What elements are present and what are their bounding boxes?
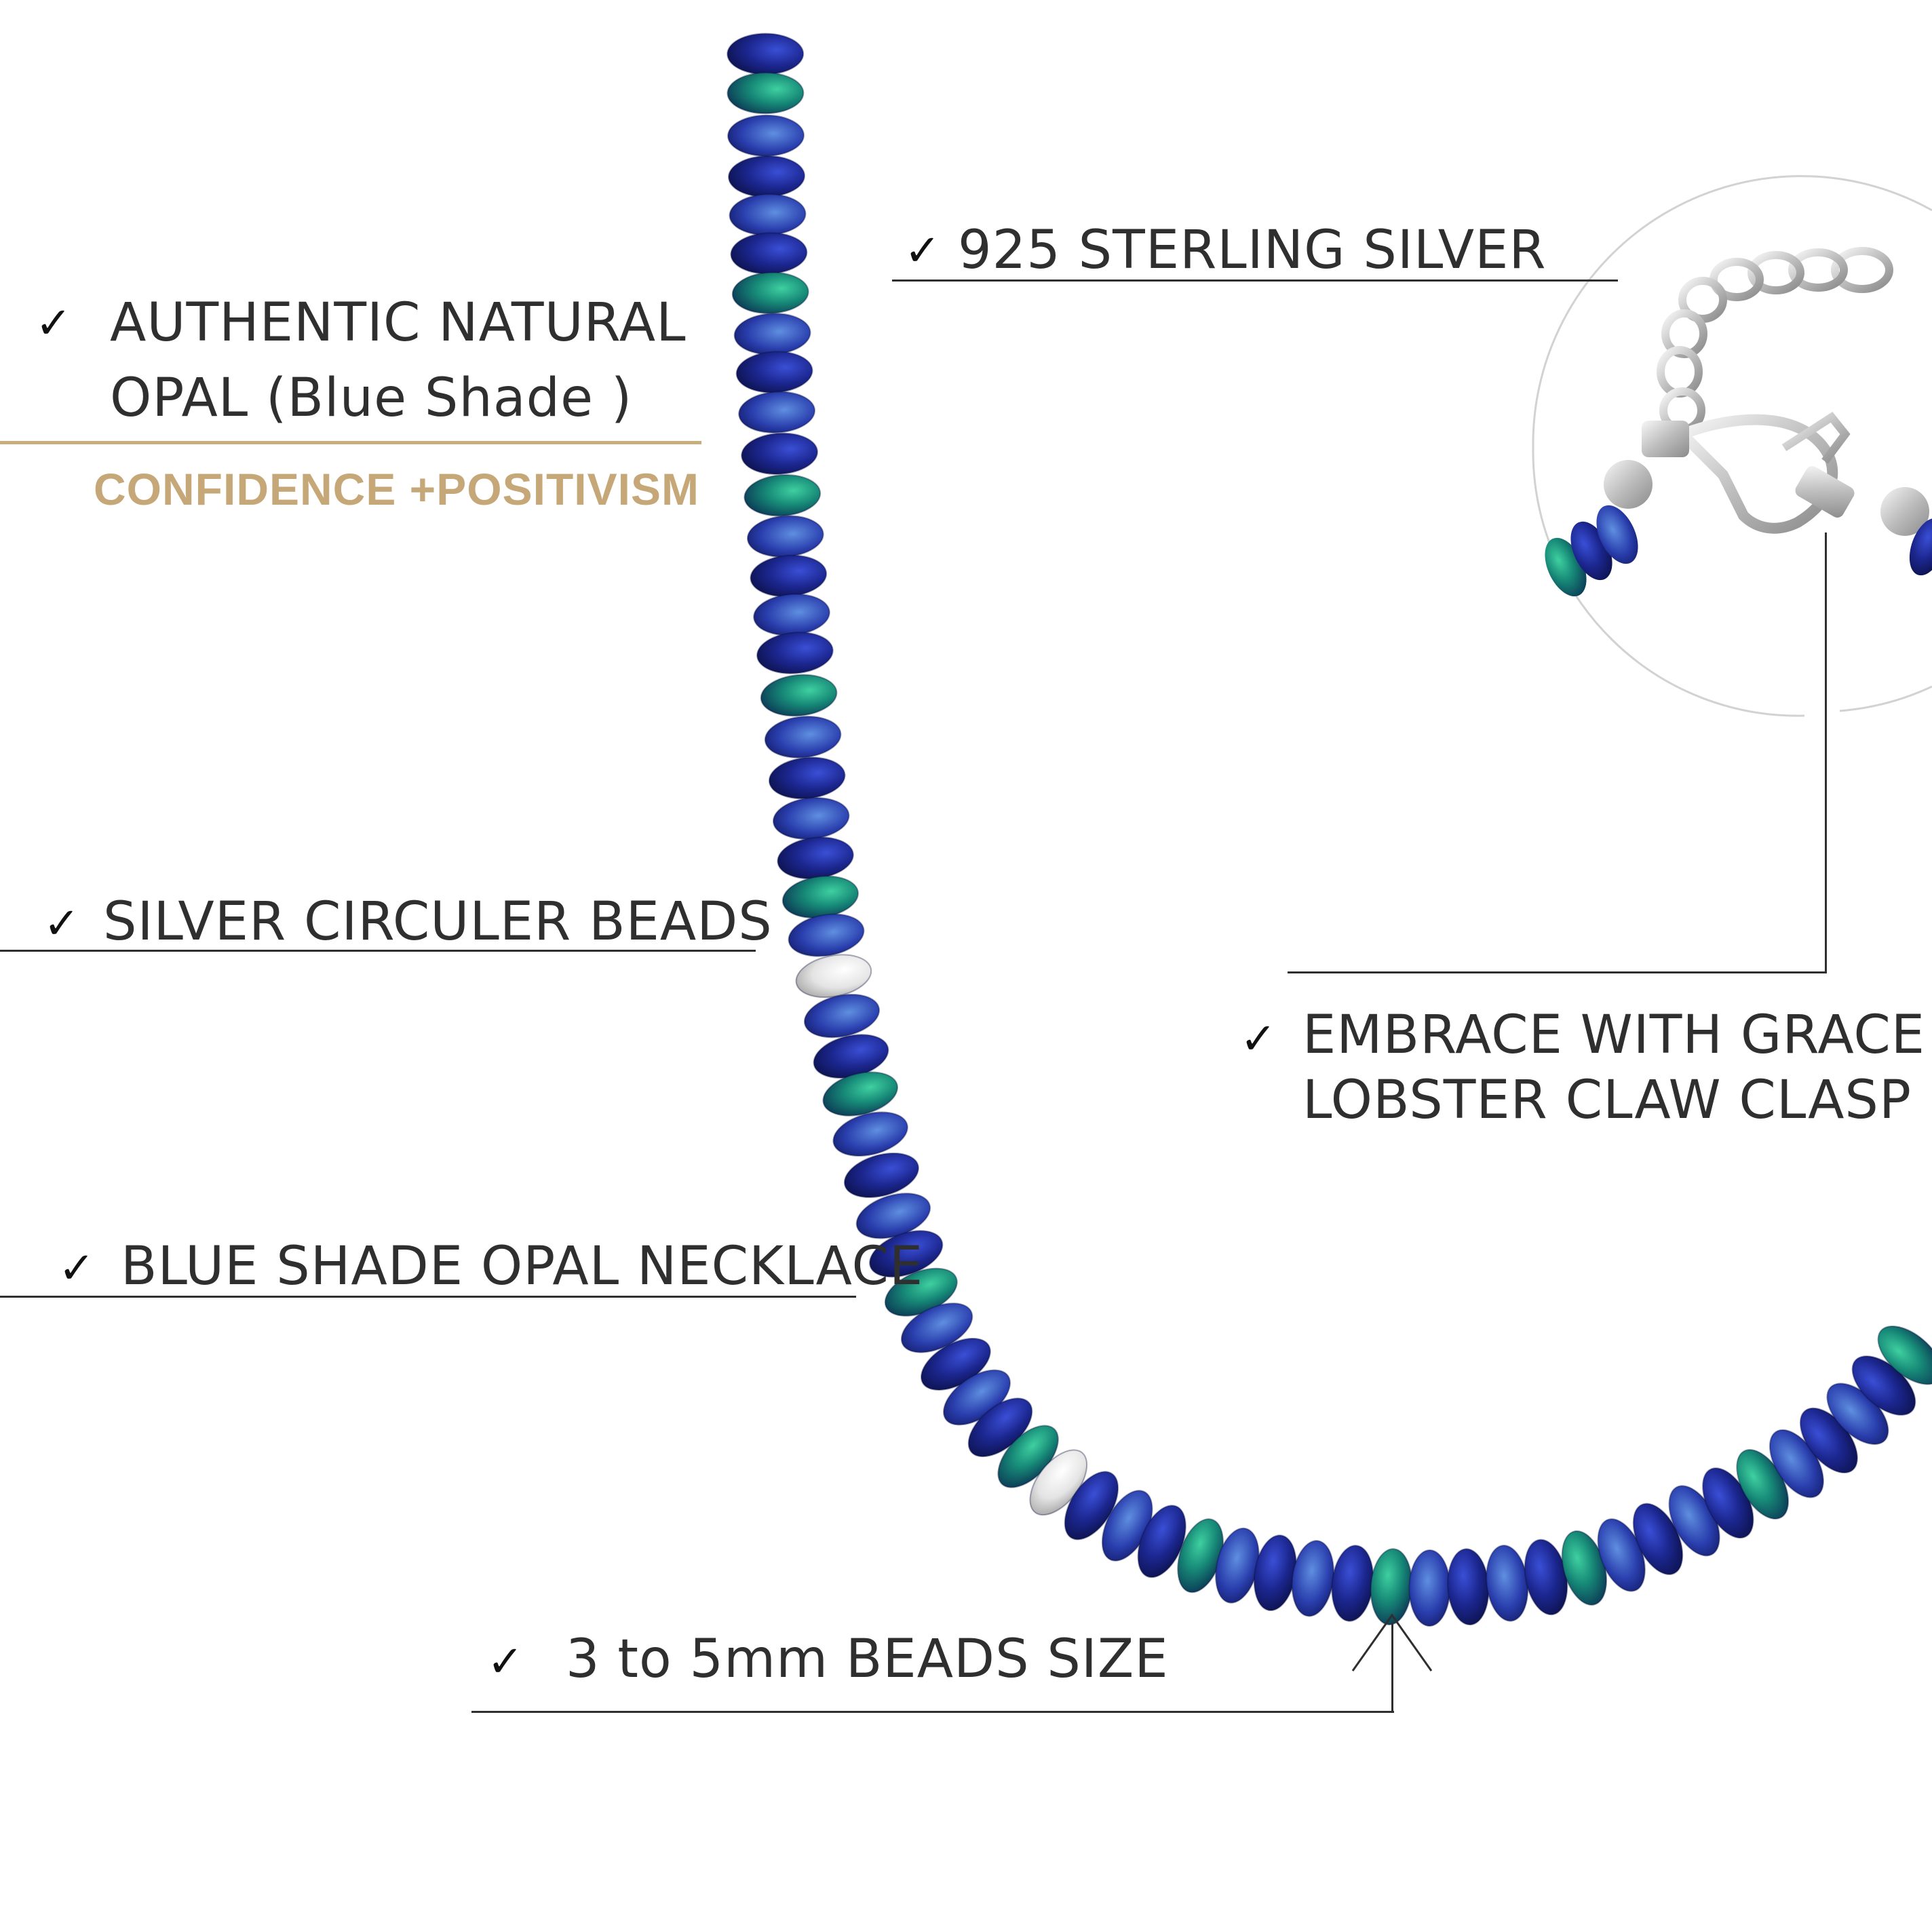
opal-bead [869, 1230, 944, 1278]
opal-bead [733, 313, 811, 355]
opal-bead [730, 232, 808, 275]
opal-bead [1486, 1545, 1529, 1622]
opal-bead [768, 756, 846, 800]
clasp-line1: EMBRACE WITH GRACE [1302, 1005, 1926, 1066]
zoom-beads [1545, 505, 1932, 597]
opal-bead [756, 632, 834, 674]
clasp-zoom-circle [1532, 175, 1932, 717]
opal-bead [738, 391, 816, 433]
opal-bead [764, 716, 842, 758]
opal-bead [727, 114, 805, 157]
bead-size-rule [471, 1711, 1394, 1713]
opal-bead [900, 1302, 973, 1353]
opal-bead [746, 515, 824, 558]
opal-bead [1447, 1548, 1490, 1626]
opal-bead [781, 875, 859, 919]
silver-bead [795, 954, 872, 999]
opal-bead [1137, 1505, 1186, 1579]
opal-bead [727, 33, 805, 75]
sterling-silver-rule [892, 279, 1618, 282]
clasp-pointer-vertical [1825, 533, 1827, 973]
opal-bead [777, 836, 854, 880]
silver-beads-label: SILVER CIRCULER BEADS [103, 891, 773, 952]
check-icon: ✓ [43, 899, 80, 949]
opal-bead [1064, 1471, 1119, 1541]
bead-size-pointer [1391, 1623, 1393, 1713]
arrow-up-icon [1351, 1613, 1433, 1672]
benefit-text: CONFIDENCE +POSITIVISM [94, 464, 699, 514]
opal-bead [822, 1071, 899, 1117]
opal-bead [731, 271, 809, 314]
lobster-clasp [1604, 412, 1929, 536]
opal-bead [735, 351, 813, 393]
clasp-pointer-rule [1288, 971, 1827, 973]
necklace-label: BLUE SHADE OPAL NECKLACE [121, 1236, 924, 1297]
clasp-line2: LOBSTER CLAW CLASP [1302, 1070, 1912, 1131]
opal-bead [760, 674, 838, 717]
opal-bead [727, 72, 805, 115]
bead-strand [727, 33, 1932, 1627]
check-icon: ✓ [487, 1637, 524, 1687]
necklace-rule [0, 1296, 856, 1298]
check-icon: ✓ [35, 298, 72, 349]
natural-opal-line2: OPAL (Blue Shade ) [110, 368, 633, 429]
check-icon: ✓ [904, 226, 941, 276]
gold-divider [0, 441, 701, 444]
sterling-silver-label: 925 STERLING SILVER [958, 220, 1547, 281]
opal-bead [843, 1152, 919, 1199]
check-icon: ✓ [1240, 1014, 1277, 1064]
opal-bead [788, 913, 865, 957]
chain-links [1657, 247, 1893, 433]
opal-bead [728, 155, 805, 198]
opal-bead [832, 1111, 908, 1157]
opal-bead [750, 554, 828, 598]
bead-size-label: 3 to 5mm BEADS SIZE [566, 1629, 1169, 1690]
opal-bead [803, 993, 881, 1039]
check-icon: ✓ [58, 1243, 95, 1294]
opal-bead [753, 593, 830, 636]
silver-beads-rule [0, 950, 756, 952]
opal-bead [1291, 1540, 1334, 1617]
opal-bead [729, 193, 807, 236]
opal-bead [743, 474, 822, 517]
opal-bead [772, 797, 850, 840]
natural-opal-line1: AUTHENTIC NATURAL [110, 292, 687, 353]
opal-bead [1877, 1326, 1932, 1385]
opal-bead [741, 432, 819, 475]
